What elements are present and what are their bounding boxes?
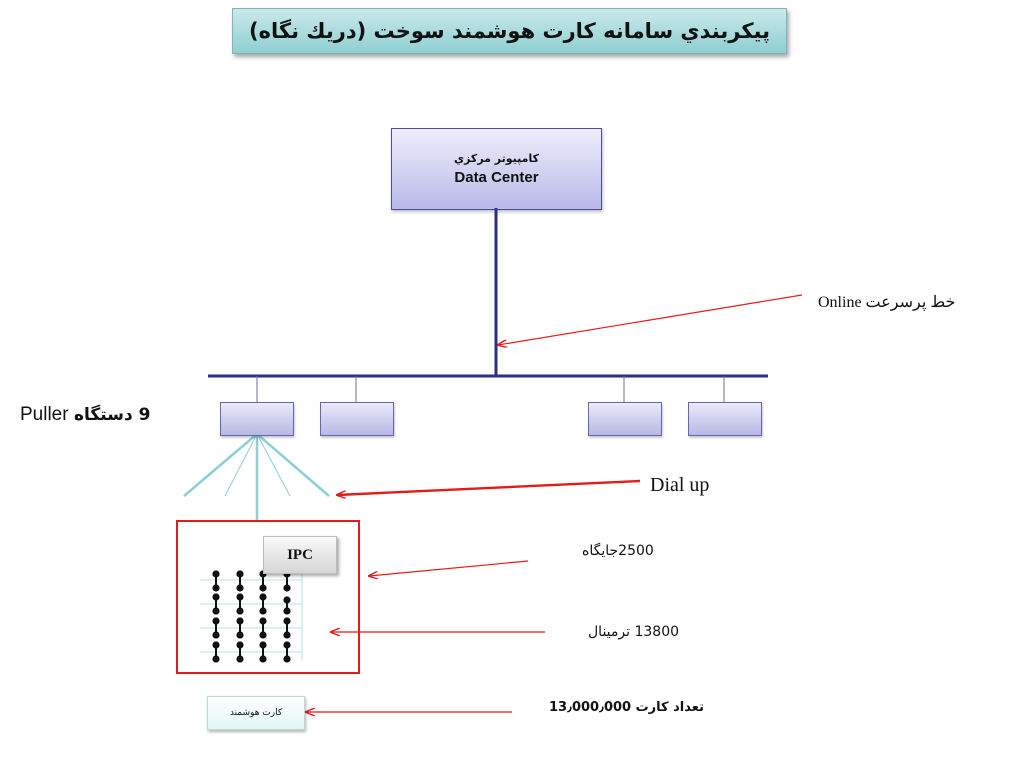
- dialup-arrow: [337, 479, 641, 495]
- puller-count-label: 9 دستگاه: [73, 405, 151, 425]
- fan-line: [256, 433, 330, 497]
- diagram-title: پيكربندي سامانه کارت هوشمند سوخت (دريك ن…: [232, 8, 787, 54]
- online-label: خط پرسرعت Online: [818, 294, 956, 311]
- puller-label: 9 دستگاه Puller: [20, 404, 150, 426]
- data-center-label-fa: کامپیوتر مرکزي: [454, 152, 539, 165]
- sites-label: 2500جايگاه: [582, 543, 654, 559]
- terminals-label: 13800 ترمينال: [588, 624, 680, 640]
- fan-line: [183, 433, 258, 497]
- station-frame: [176, 520, 360, 674]
- terminal-grid: [200, 570, 303, 663]
- terminal-node: [212, 570, 291, 663]
- fan-line: [256, 433, 291, 497]
- puller-name-label: Puller: [20, 404, 69, 425]
- fan-line: [224, 433, 258, 497]
- data-center-label-en: Data Center: [454, 169, 539, 186]
- puller-box-2: [320, 402, 394, 436]
- puller-box-1: [220, 402, 294, 436]
- dialup-label: Dial up: [650, 474, 710, 496]
- smart-card-box: کارت هوشمند: [207, 696, 305, 730]
- puller-box-3: [588, 402, 662, 436]
- ipc-box: IPC: [263, 536, 337, 574]
- cards-label: تعداد کارت 13٫000٫000: [549, 700, 704, 715]
- puller-box-4: [688, 402, 762, 436]
- online-arrow: [498, 294, 803, 345]
- sites-arrow: [369, 560, 529, 576]
